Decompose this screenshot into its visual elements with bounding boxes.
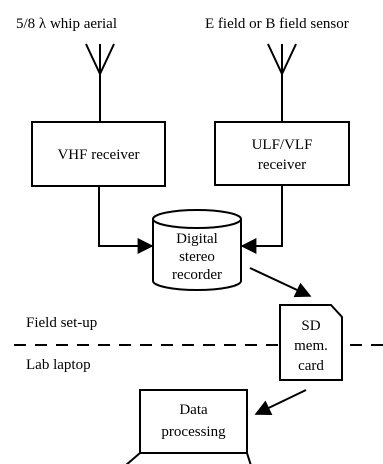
sd-card-block: SD mem. card [279, 304, 343, 381]
data-processing-label-line1: Data [179, 402, 208, 418]
recorder-label-line2: stereo [179, 249, 215, 265]
vhf-receiver-label: VHF receiver [57, 147, 139, 163]
sd-card-label-line3: card [298, 358, 324, 374]
vhf-to-recorder-arrow [98, 186, 154, 254]
digital-stereo-recorder-block: Digital stereo recorder [152, 209, 242, 291]
data-processing-label-line2: processing [161, 424, 226, 440]
ulf-vlf-label-line1: ULF/VLF [252, 137, 313, 153]
data-processing-block [139, 389, 248, 454]
recorder-to-sd-arrow [249, 267, 312, 298]
ulf-vlf-label-line2: receiver [258, 157, 306, 173]
whip-aerial-icon [85, 43, 115, 122]
vhf-receiver-block: VHF receiver [31, 121, 166, 187]
field-sensor-icon [267, 43, 297, 122]
lab-laptop-label: Lab laptop [26, 357, 91, 373]
recorder-label-line3: recorder [172, 267, 222, 283]
sd-card-label-line1: SD [301, 318, 320, 334]
ulf-vlf-receiver-block: ULF/VLF receiver [214, 121, 350, 186]
laptop-icon: Data processing [125, 389, 252, 464]
recorder-label-line1: Digital [176, 231, 218, 247]
field-sensor-label: E field or B field sensor [205, 16, 349, 32]
sd-card-label-line2: mem. [294, 338, 328, 354]
field-setup-label: Field set-up [26, 315, 97, 331]
ulf-to-recorder-arrow [240, 185, 283, 254]
sd-to-laptop-arrow [254, 389, 307, 415]
whip-aerial-label: 5/8 λ whip aerial [16, 16, 117, 32]
